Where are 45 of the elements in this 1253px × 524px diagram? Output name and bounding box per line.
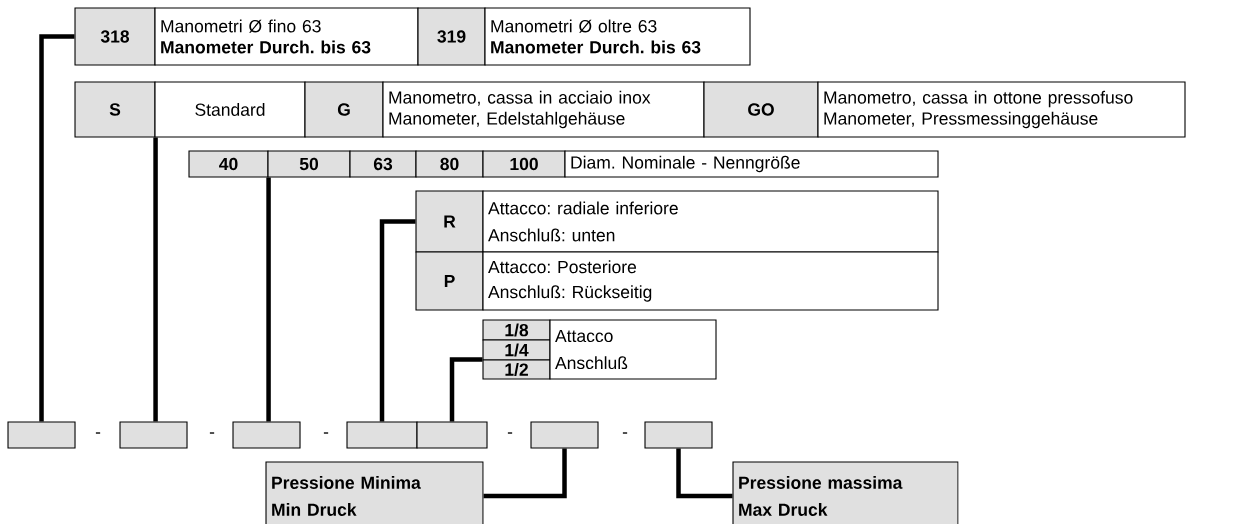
connector-line [483,448,567,499]
separator-dash: - [209,432,215,434]
separator-dash: - [622,432,628,434]
code-cell: 50 [267,150,351,178]
code-cell: 100 [482,150,566,178]
code-cell: Pressione massima Max Druck [732,461,959,524]
separator-dash: - [323,432,329,434]
description-cell: Diam. Nominale - Nenngröße [564,150,939,178]
description-cell: Manometri Ø fino 63 Manometer Durch. bis 63 [154,7,419,66]
separator-dash: - [95,432,101,434]
code-cell: 63 [349,150,417,178]
code-cell: 319 [417,7,486,66]
description-cell: Attacco: radiale inferiore Anschluß: unten [482,190,939,253]
code-field [644,421,713,449]
code-cell: G [304,81,384,138]
connector-line [153,137,158,422]
description-cell: Attacco: Posteriore Anschluß: Rückseitig [482,251,939,311]
connector-line [39,34,75,422]
description-cell: Standard [154,81,306,138]
separator-dash: - [507,432,513,434]
connector-line [379,219,416,422]
code-cell: 40 [188,150,269,178]
code-cell: 318 [74,7,156,66]
code-field [416,421,488,449]
code-cell: R [415,190,484,253]
code-cell: P [415,251,484,311]
description-cell: Manometro, cassa in acciaio inox Manometer, Edelstahlgehäuse [382,81,705,138]
code-cell: 80 [415,150,484,178]
connector-line [676,448,733,499]
code-cell: 1/4 [482,339,551,361]
description-cell: Manometro, cassa in ottone pressofuso Manometer, Pressmessinggehäuse [817,81,1186,138]
connector-line [449,357,483,422]
code-cell: 1/2 [482,359,551,380]
code-cell: 1/8 [482,319,551,341]
description-cell: Manometri Ø oltre 63 Manometer Durch. bis 63 [484,7,751,66]
code-field [346,421,418,449]
code-field [232,421,301,449]
code-cell: Pressione Minima Min Druck [265,461,484,524]
connector-line [266,177,271,422]
description-cell: Attacco Anschluß [549,319,717,380]
code-cell: S [74,81,156,138]
code-cell: GO [703,81,819,138]
code-field [7,421,76,449]
code-field [119,421,188,449]
code-field [530,421,599,449]
